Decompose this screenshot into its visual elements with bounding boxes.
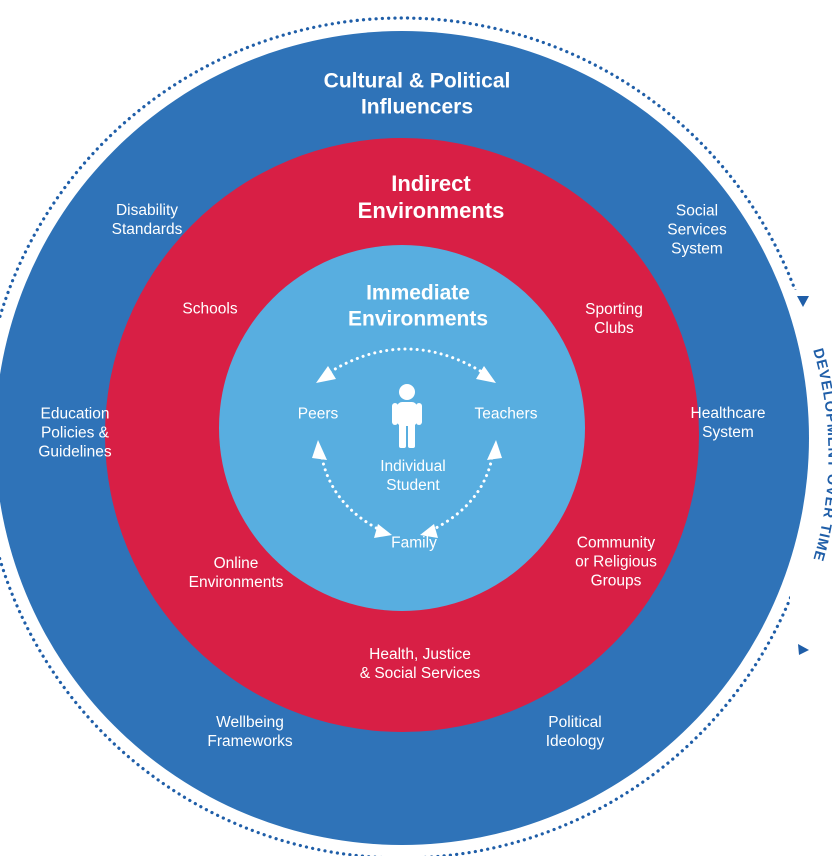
- arrow-head-family-left: [374, 524, 392, 538]
- outer-ring-title-line2: Influencers: [360, 95, 474, 118]
- middle-item-line: Community: [576, 534, 656, 552]
- outer-item-line: Wellbeing: [216, 714, 284, 732]
- middle-ring-title-line1: Indirect: [391, 171, 471, 197]
- arrow-head-teachers: [476, 366, 496, 383]
- middle-item-line: Schools: [182, 300, 238, 318]
- middle-item-line: Clubs: [594, 320, 634, 337]
- outer-item-line: Political: [548, 714, 602, 732]
- middle-item-line: or Religious: [575, 553, 657, 571]
- outer-item-line: System: [671, 240, 723, 258]
- family-label: Family: [391, 534, 437, 552]
- arrow-heads: [312, 366, 502, 538]
- middle-item-health-justice-social: Health, Justice & Social Services: [360, 646, 481, 684]
- outer-item-line: Services: [667, 221, 727, 239]
- individual-student-line1: Individual: [380, 458, 446, 476]
- individual-student-label: Individual Student: [380, 458, 446, 496]
- arrow-head-family-right: [420, 524, 438, 538]
- middle-item-line: Health, Justice: [369, 646, 471, 664]
- outer-item-social-services-system: Social Services System: [667, 203, 726, 260]
- teachers-family-arc: [430, 456, 494, 532]
- middle-item-online-environments: Online Environments: [189, 555, 284, 593]
- individual-student-line2: Student: [386, 477, 440, 494]
- middle-item-line: Groups: [590, 572, 642, 590]
- middle-ring-title: Indirect Environments: [358, 171, 505, 225]
- middle-item-line: Online: [213, 555, 259, 573]
- outer-ring-title: Cultural & Political Influencers: [324, 68, 511, 119]
- middle-item-sporting-clubs: Sporting Clubs: [585, 301, 643, 339]
- middle-item-schools: Schools: [182, 301, 237, 320]
- outer-item-line: Disability: [115, 202, 179, 220]
- outer-item-line: System: [702, 424, 754, 441]
- outer-item-political-ideology: Political Ideology: [546, 714, 605, 752]
- outer-item-line: Standards: [111, 221, 183, 238]
- peers-label: Peers: [297, 405, 339, 423]
- outer-item-line: Policies &: [40, 424, 110, 442]
- inner-circle-title: Immediate Environments: [348, 280, 488, 331]
- outer-item-line: Guidelines: [38, 443, 112, 461]
- outer-item-line: Ideology: [545, 733, 605, 750]
- time-arrow-head-bottom: [798, 644, 809, 655]
- arrow-head-peers: [316, 366, 336, 383]
- peers-family-arc: [320, 456, 382, 532]
- outer-item-disability-standards: Disability Standards: [112, 202, 183, 240]
- relationship-arrows: [320, 347, 494, 532]
- outer-item-line: Frameworks: [207, 733, 293, 750]
- outer-item-healthcare-system: Healthcare System: [691, 405, 766, 443]
- arrow-head-teachers-up: [487, 440, 502, 460]
- peers-teachers-arc: [328, 347, 484, 374]
- inner-circle-title-line2: Environments: [347, 307, 489, 330]
- outer-item-education-policies: Education Policies & Guidelines: [38, 406, 111, 463]
- inner-circle-title-line1: Immediate: [366, 281, 470, 305]
- teachers-label: Teachers: [474, 405, 538, 423]
- outer-item-wellbeing-frameworks: Wellbeing Frameworks: [207, 714, 292, 752]
- outer-item-line: Social: [675, 202, 719, 220]
- outer-item-line: Healthcare: [690, 405, 766, 423]
- arrow-head-peers-up: [312, 440, 327, 460]
- outer-item-line: Education: [40, 405, 110, 423]
- middle-item-line: & Social Services: [359, 665, 481, 682]
- person-icon: [392, 384, 422, 448]
- outer-ring-title-line1: Cultural & Political: [323, 69, 511, 93]
- middle-item-line: Environments: [188, 574, 284, 591]
- time-arrow-head-top: [797, 296, 809, 307]
- middle-item-community-groups: Community or Religious Groups: [575, 535, 657, 592]
- middle-item-line: Sporting: [585, 301, 643, 319]
- middle-ring-title-line2: Environments: [357, 198, 505, 223]
